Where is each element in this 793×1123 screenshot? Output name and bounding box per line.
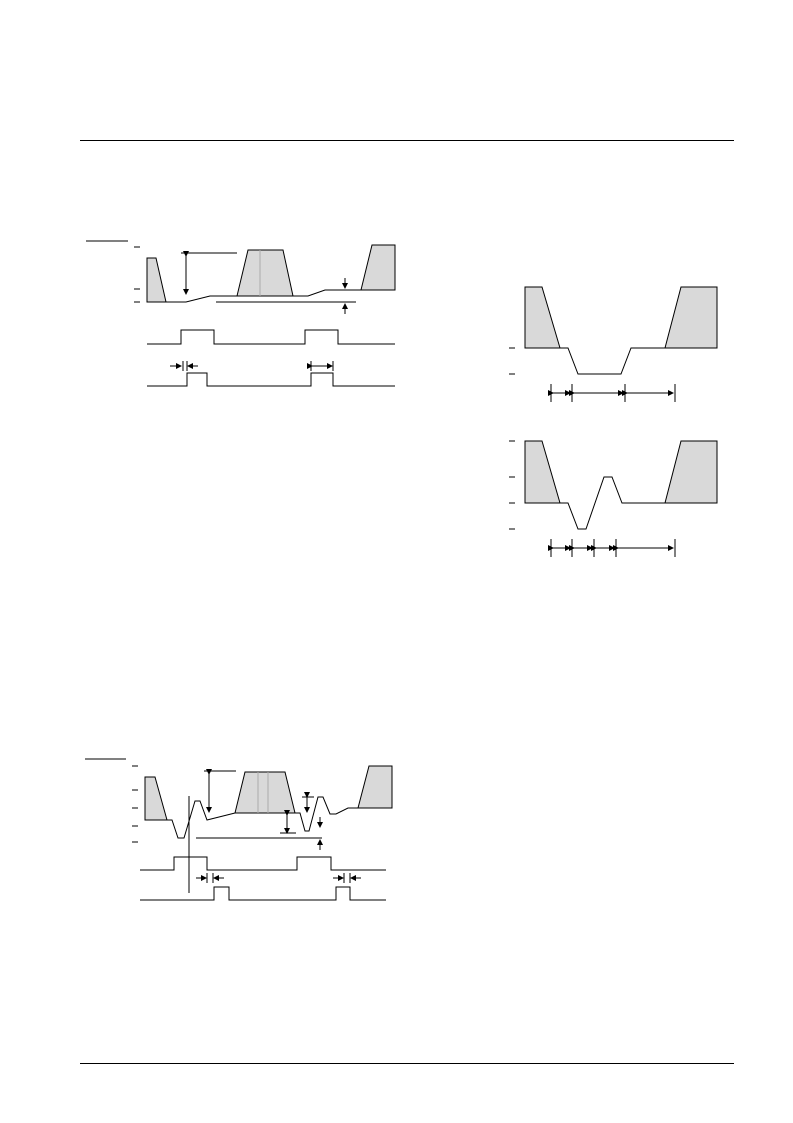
fig1-waveform xyxy=(147,289,361,303)
fig4-shade-mid xyxy=(234,771,296,814)
fig1-pulse-train-1 xyxy=(147,329,395,345)
fig2-waveform xyxy=(525,347,717,375)
fig4-pulse-train-2 xyxy=(140,886,386,901)
fig3-waveform xyxy=(525,476,717,530)
fig4-shade-right xyxy=(357,765,393,809)
footer-rule xyxy=(80,1063,734,1064)
fig4-pulse-train-1 xyxy=(140,856,386,871)
fig1-shade-right xyxy=(360,244,396,291)
header-rule xyxy=(80,140,734,141)
fig1-pulse-train-2 xyxy=(147,372,395,387)
fig4-shade-left xyxy=(144,776,168,821)
fig1-shade-mid xyxy=(236,249,294,297)
